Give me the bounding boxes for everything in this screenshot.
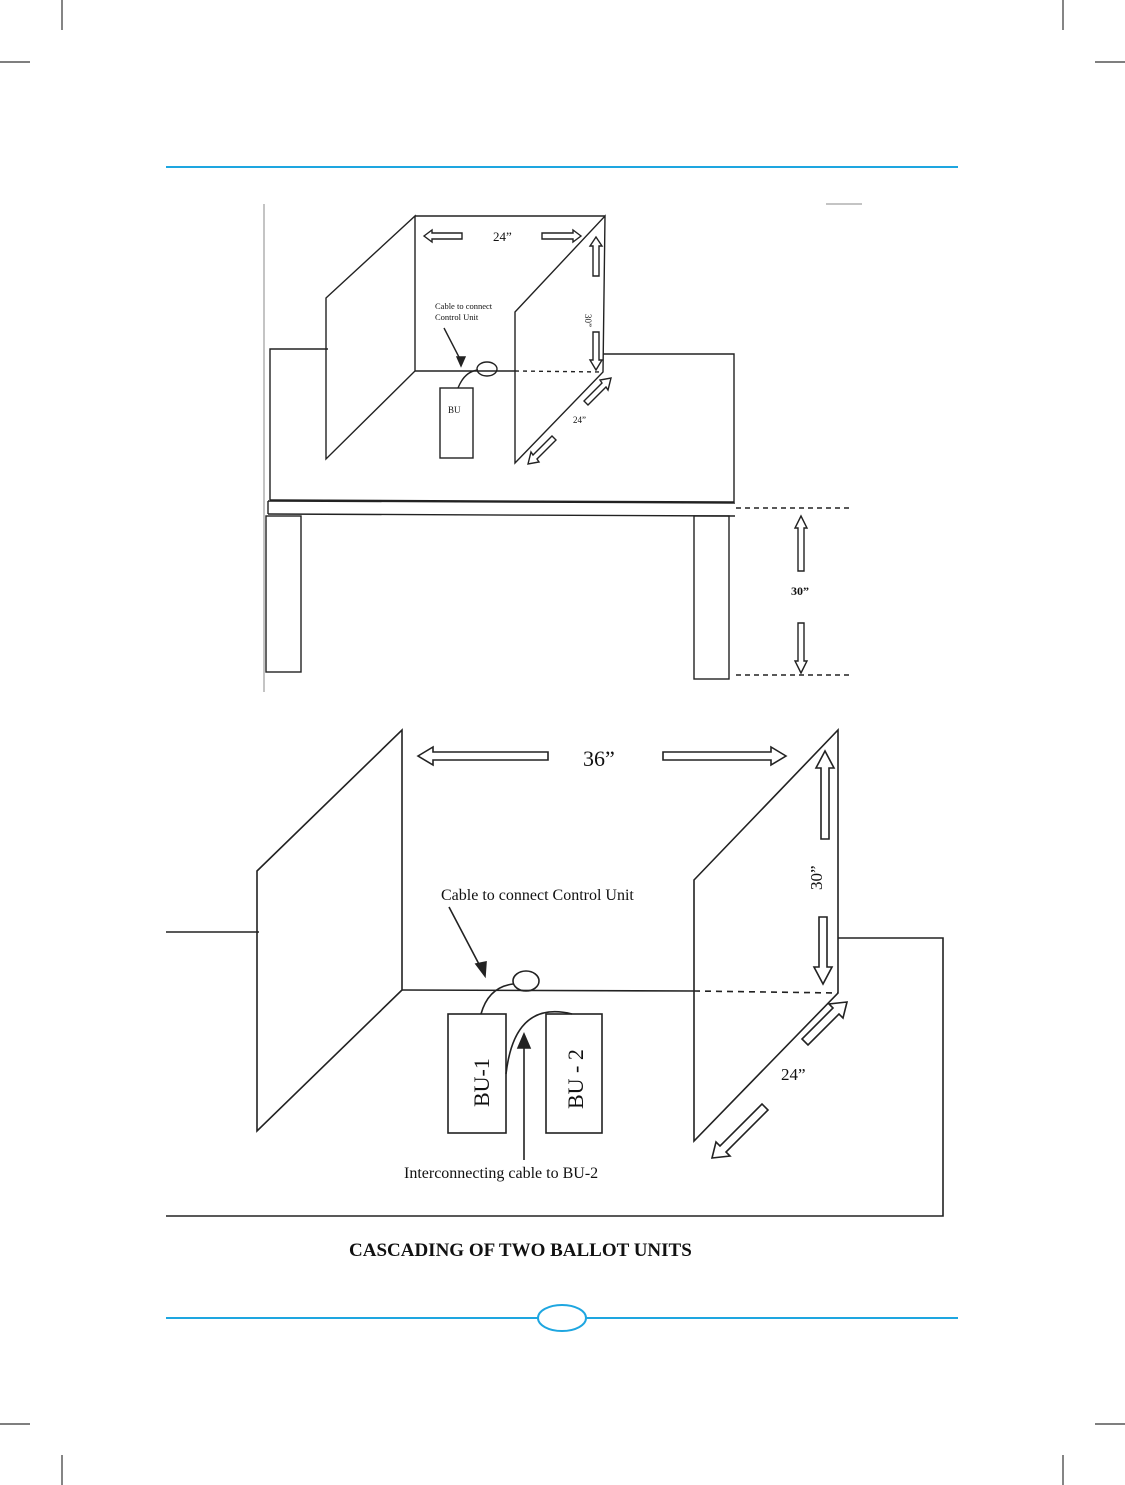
bu2-label: BU - 2 (563, 1049, 588, 1109)
ballot-unit-2 (545, 1013, 603, 1134)
table-outline (166, 937, 944, 1217)
bottom-cable-label: Cable to connect Control Unit (441, 887, 634, 904)
cable-coil-large (512, 970, 540, 992)
bottom-width-label: 36” (583, 746, 615, 771)
bottom-depth-label: 24” (781, 1065, 806, 1084)
top-diagram-labels: 24” 30” Cable to connect Control Unit BU… (435, 229, 809, 598)
footer-rule (166, 1304, 958, 1332)
table-height-label: 30” (791, 584, 809, 598)
top-diagram (263, 203, 862, 692)
booth-left-panel (325, 214, 416, 461)
cable-coil (476, 361, 498, 377)
top-depth-label: 24” (573, 415, 586, 425)
interconnect-label: Interconnecting cable to BU-2 (404, 1165, 598, 1182)
ballot-unit (439, 387, 474, 459)
bottom-panel-height-label: 30” (807, 865, 826, 890)
table-leg-right (693, 515, 730, 680)
booth-right-panel (514, 214, 606, 465)
booth-right-panel-large (693, 728, 839, 1143)
bu1-label: BU-1 (469, 1058, 494, 1107)
top-width-label: 24” (493, 229, 512, 244)
bottom-diagram-labels: 36” 30” Cable to connect Control Unit BU… (349, 746, 826, 1261)
top-panel-height-label: 30” (583, 314, 593, 327)
booth-left-panel-large (256, 728, 403, 1133)
bottom-diagram (166, 728, 944, 1217)
page-number-oval (537, 1304, 587, 1332)
diagram-caption: CASCADING OF TWO BALLOT UNITS (349, 1240, 692, 1261)
table-leg-left (265, 515, 302, 673)
top-unit-label: BU (448, 405, 461, 415)
top-cable-label-line2: Control Unit (435, 312, 479, 322)
table-top-outline (269, 348, 328, 500)
top-cable-label-line1: Cable to connect (435, 301, 493, 311)
